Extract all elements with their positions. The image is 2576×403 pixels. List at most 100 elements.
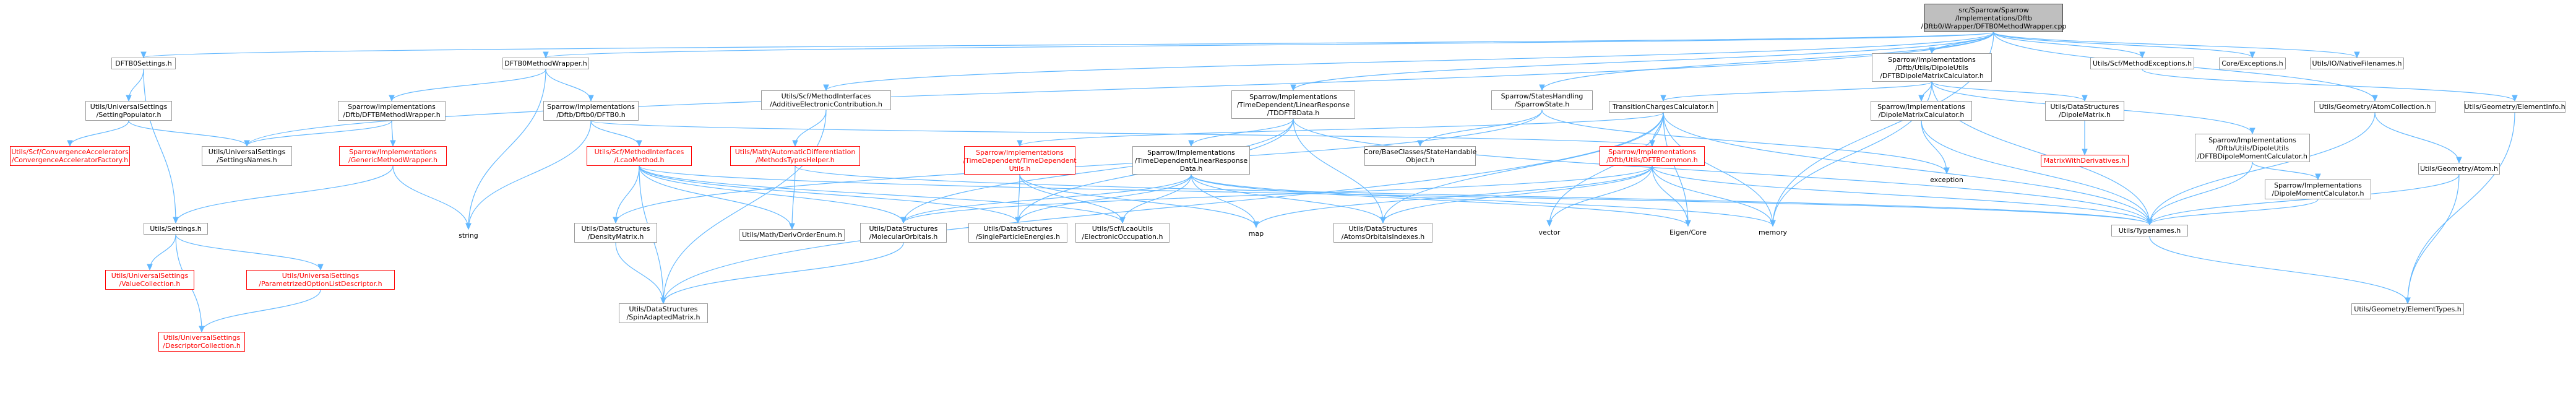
node-derivorderenum-h[interactable]: Utils/Math/DerivOrderEnum.h xyxy=(739,229,845,241)
edge-n5-n34 xyxy=(615,110,1543,223)
node-elementinfo-h[interactable]: Utils/Geometry/ElementInfo.h xyxy=(2464,101,2565,113)
edge-arrowhead xyxy=(317,264,324,271)
node-linearresponsedata-h[interactable]: Sparrow/Implementations/TimeDependent/Li… xyxy=(1132,146,1250,175)
node-densitymatrix-h[interactable]: Utils/DataStructures/DensityMatrix.h xyxy=(574,223,657,243)
node-methodexceptions-h[interactable]: Utils/Scf/MethodExceptions.h xyxy=(2090,58,2194,69)
node-label-line: /DensityMatrix.h xyxy=(587,233,644,241)
node-label-line: Utils/Geometry/ElementInfo.h xyxy=(2464,103,2565,111)
node-settings-h[interactable]: Utils/Settings.h xyxy=(144,223,208,235)
node-label-line: Sparrow/Implementations xyxy=(547,103,635,111)
node-valuecollection-h[interactable]: Utils/UniversalSettings/ValueCollection.… xyxy=(105,270,194,290)
node-dipolemomentcalculator-h[interactable]: Sparrow/Implementations/DipoleMomentCalc… xyxy=(2265,180,2371,199)
node-sparrowstate-h[interactable]: Sparrow/StatesHandling/SparrowState.h xyxy=(1491,90,1593,110)
edge-n7-n18 xyxy=(2142,69,2515,102)
edge-n31-n48 xyxy=(2407,174,2460,304)
edge-n10-n20 xyxy=(128,120,248,147)
node-dftbdipolemomentcalculator-h[interactable]: Sparrow/Implementations/Dftb/Utils/Dipol… xyxy=(2195,134,2310,162)
edge-arrowhead xyxy=(1685,220,1691,227)
node-label-line: DFTB0Settings.h xyxy=(115,59,172,67)
node-additiveelectroniccontribution-h[interactable]: Utils/Scf/MethodInterfaces/AdditiveElect… xyxy=(761,90,891,110)
node-label-line: Sparrow/Implementations xyxy=(349,148,437,156)
node-singleparticleenergies-h[interactable]: Utils/DataStructures/SingleParticleEnerg… xyxy=(968,223,1067,243)
node-settingpopulator-h[interactable]: Utils/UniversalSettings/SettingPopulator… xyxy=(85,101,172,121)
node-label-line: Utils/Scf/ConvergenceAccelerators xyxy=(11,148,129,156)
edge-n16-n44 xyxy=(2149,162,2253,225)
node-label-line: Sparrow/Implementations xyxy=(2208,136,2296,144)
node-label-line: /DFTBDipoleMatrixCalculator.h xyxy=(1880,71,1984,80)
node-label-line: Utils/Scf/MethodExceptions.h xyxy=(2092,59,2192,67)
edge-n27-n39 xyxy=(1256,165,1653,228)
node-dftb0settings-h[interactable]: DFTB0Settings.h xyxy=(111,58,176,69)
edge-n13-n47 xyxy=(663,112,1664,304)
edge-arrowhead xyxy=(244,140,250,147)
edge-n27-n36 xyxy=(903,165,1653,223)
edge-n34-n47 xyxy=(615,242,664,304)
edge-arrowhead xyxy=(1918,95,1924,102)
node-parametrizedoptionlistdescriptor-h[interactable]: Utils/UniversalSettings/ParametrizedOpti… xyxy=(246,270,395,290)
edge-n13-n41 xyxy=(1549,112,1664,227)
node-label-line: Sparrow/Implementations xyxy=(1877,103,1965,111)
node-genericmethodwrapper-h[interactable]: Sparrow/Implementations/GenericMethodWra… xyxy=(339,146,447,166)
node-dftbcommon-h[interactable]: Sparrow/Implementations/Dftb/Utils/DFTBC… xyxy=(1600,146,1705,166)
edge-n27-n43 xyxy=(1652,165,1773,227)
node-methodstypeshelper-h[interactable]: Utils/Math/AutomaticDifferentiation/Meth… xyxy=(730,146,860,166)
edge-arrowhead xyxy=(1119,217,1126,224)
node-atomsorbitalsindexes-h[interactable]: Utils/DataStructures/AtomsOrbitalsIndexe… xyxy=(1333,223,1432,243)
node-label-line: Utils/IO/NativeFilenames.h xyxy=(2312,59,2402,67)
node-spinadaptedmatrix-h[interactable]: Utils/DataStructures/SpinAdaptedMatrix.h xyxy=(619,303,708,323)
edge-n26-n36 xyxy=(903,174,1192,223)
edge-arrowhead xyxy=(823,84,829,92)
edge-arrowhead xyxy=(173,217,179,224)
edge-n30-n44 xyxy=(2149,199,2319,225)
edge-arrowhead xyxy=(636,140,642,147)
edge-n13-n40 xyxy=(1382,112,1664,223)
node-atomcollection-h[interactable]: Utils/Geometry/AtomCollection.h xyxy=(2314,101,2436,113)
edge-n22-n36 xyxy=(639,165,904,223)
node-molecularorbitals-h[interactable]: Utils/DataStructures/MolecularOrbitals.h xyxy=(860,223,947,243)
node-label-line: vector xyxy=(1538,228,1561,236)
node-label-line: Eigen/Core xyxy=(1669,228,1707,236)
node-atom-h[interactable]: Utils/Geometry/Atom.h xyxy=(2418,163,2500,175)
node-dftbmethodwrapper-h[interactable]: Sparrow/Implementations/Dftb/DFTBMethodW… xyxy=(338,101,446,121)
node-dipolematrix-h[interactable]: Utils/DataStructures/DipoleMatrix.h xyxy=(2045,101,2124,121)
node-label-line: /DipoleMomentCalculator.h xyxy=(2272,189,2364,197)
node-nativefilenames-h[interactable]: Utils/IO/NativeFilenames.h xyxy=(2310,58,2404,69)
edge-arrowhead xyxy=(2082,149,2088,156)
node-settingsnames-h[interactable]: Utils/UniversalSettings/SettingsNames.h xyxy=(202,146,292,166)
node-electronicoccupation-h[interactable]: Utils/Scf/LcaoUtils/ElectronicOccupation… xyxy=(1075,223,1170,243)
node-dipolematrixcalculator-h[interactable]: Sparrow/Implementations/DipoleMatrixCalc… xyxy=(1871,101,1972,121)
edge-n2-n11 xyxy=(391,69,546,102)
node-transitionchargescalculator-h[interactable]: TransitionChargesCalculator.h xyxy=(1609,101,1718,113)
node-label-line: Sparrow/StatesHandling xyxy=(1501,92,1583,100)
node-label-line: /ElectronicOccupation.h xyxy=(1082,233,1163,241)
node-dftb0methodwrapper-h[interactable]: DFTB0MethodWrapper.h xyxy=(502,58,589,69)
node-label-line: /AtomsOrbitalsIndexes.h xyxy=(1341,233,1425,241)
node-descriptorcollection-h[interactable]: Utils/UniversalSettings/DescriptorCollec… xyxy=(158,332,245,352)
edge-n12-n27 xyxy=(590,120,1653,147)
node-matrixwithderivatives-h[interactable]: MatrixWithDerivatives.h xyxy=(2041,155,2129,167)
node-label-line: /Implementations/Dftb xyxy=(1955,14,2032,22)
node-dftbdipolematrixcalculator-h[interactable]: Sparrow/Implementations/Dftb/Utils/Dipol… xyxy=(1872,53,1992,82)
edge-arrowhead xyxy=(2147,219,2153,226)
edge-arrowhead xyxy=(789,223,795,230)
node-lcaomethod-h[interactable]: Utils/Scf/MethodInterfaces/LcaoMethod.h xyxy=(587,146,692,166)
node-convergenceacceleratorfactory-h[interactable]: Utils/Scf/ConvergenceAccelerators/Conver… xyxy=(10,146,130,166)
edge-n21-n33 xyxy=(392,165,469,230)
edge-n16-n30 xyxy=(2252,162,2319,180)
node-core-exceptions-h[interactable]: Core/Exceptions.h xyxy=(2219,58,2286,69)
node-label-line: Sparrow/Implementations xyxy=(1147,148,1235,157)
edge-arrowhead xyxy=(1417,140,1423,147)
edge-n14-n44 xyxy=(1921,120,2150,225)
node-label-line: /Dftb/Utils/DFTBCommon.h xyxy=(1606,156,1698,164)
edge-n6-n15 xyxy=(1931,81,2085,102)
node-label-line: /SparrowState.h xyxy=(1514,100,1570,108)
node-dftb0-h[interactable]: Sparrow/Implementations/Dftb/Dftb0/DFTB0… xyxy=(543,101,639,121)
edge-n27-n42 xyxy=(1652,165,1689,227)
edge-n6-n13 xyxy=(1663,81,1932,102)
node-timedependentutils-h[interactable]: Sparrow/Implementations/TimeDependent/Ti… xyxy=(963,146,1077,175)
node-tddftbdata-h[interactable]: Sparrow/Implementations/TimeDependent/Li… xyxy=(1231,90,1355,119)
edge-arrowhead xyxy=(2315,173,2321,181)
node-elementtypes-h[interactable]: Utils/Geometry/ElementTypes.h xyxy=(2351,303,2464,315)
node-typenames-h[interactable]: Utils/Typenames.h xyxy=(2111,225,2188,236)
